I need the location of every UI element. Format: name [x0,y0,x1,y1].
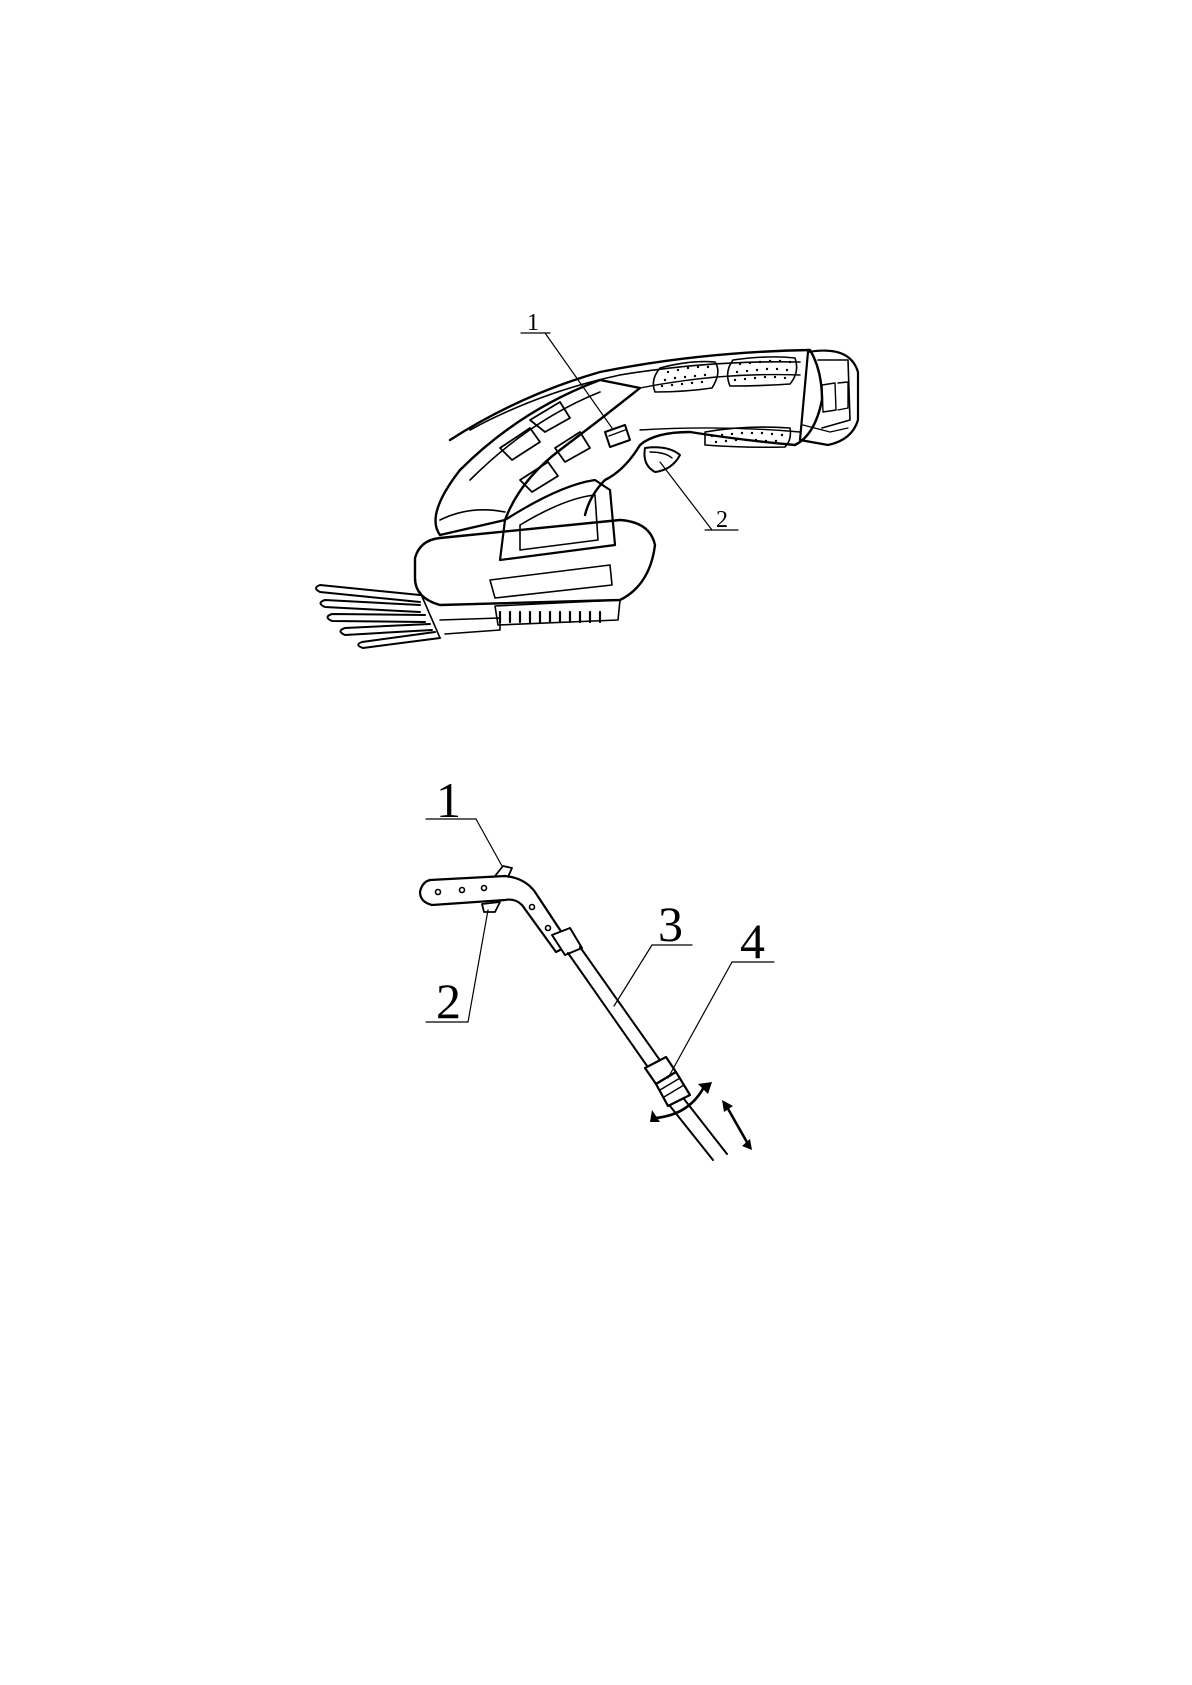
figure-1-shear-drawing: 1 2 [316,310,858,648]
fig1-callout-1: 1 [527,310,539,336]
extend-arrow-icon [722,1100,752,1150]
shear-blade [316,585,500,648]
upper-tube [568,947,664,1073]
fig2-callout-1: 1 [436,772,461,828]
battery-pack [800,351,858,445]
lower-body [500,480,615,560]
figure-2-handle-drawing: 1 2 3 4 [420,772,774,1160]
fig2-callout-3: 3 [658,896,683,952]
handle-head [420,866,582,955]
figure-2-leaders [426,819,774,1078]
trigger-switch [644,447,680,472]
fig2-callout-4: 4 [740,913,765,969]
handle-body [450,350,822,515]
fig1-callout-2: 2 [716,507,728,533]
blade-base [415,520,655,625]
lock-off-button [605,425,630,447]
fig2-callout-2: 2 [436,973,461,1029]
motor-housing [436,380,641,535]
lower-tube [670,1099,727,1160]
